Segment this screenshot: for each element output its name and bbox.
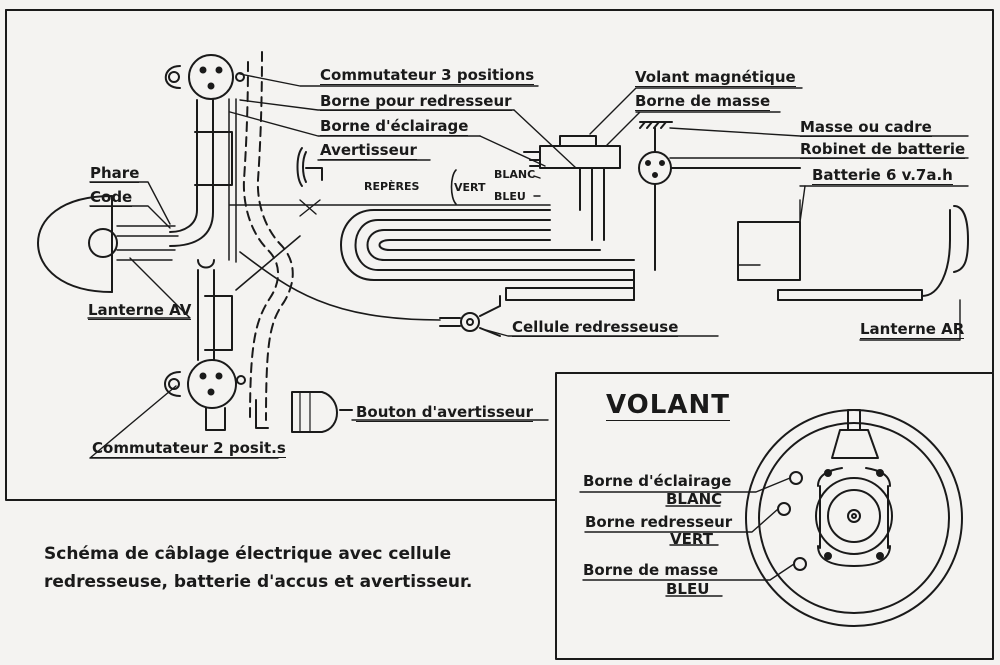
terminal-redresseur [777,502,791,516]
label-bleu: BLEU [494,190,526,203]
label-blanc: BLANC [494,168,536,181]
label-borne-eclairage: Borne d'éclairage [320,117,469,136]
label-reperes: REPÈRES [364,180,420,193]
switch-2pos [187,359,237,409]
caption-line-1: Schéma de câblage électrique avec cellul… [44,544,452,564]
headlamp-bulb [88,228,118,258]
label-volant-magnetique: Volant magnétique [635,68,796,87]
inset-label-borne-redresseur: Borne redresseur [585,513,733,531]
frame-tube-a [169,99,198,233]
label-lanterne-ar: Lanterne AR [860,320,965,339]
terminal-eclairage [789,471,803,485]
label-code: Code [90,188,133,207]
label-batterie: Batterie 6 v.7a.h [812,166,953,185]
headlamp-body [37,195,113,293]
harness-loop [340,209,635,281]
flywheel-hub [815,477,893,555]
label-robinet-de-batterie: Robinet de batterie [800,140,966,159]
battery-tap [638,151,672,185]
rectifier-cell [460,312,480,332]
label-masse-ou-cadre: Masse ou cadre [800,118,932,137]
inset-label-borne-masse: Borne de masse [583,561,719,579]
inset-label-bleu: BLEU [666,580,710,598]
label-bouton-avertisseur: Bouton d'avertisseur [356,403,534,422]
label-vert: VERT [454,181,486,194]
horn [296,147,307,187]
inset-label-vert: VERT [670,530,713,548]
horn-button [291,391,338,433]
switch-3pos [188,54,234,100]
label-commutateur-3-positions: Commutateur 3 positions [320,66,535,85]
caption-line-2: redresseuse, batterie d'accus et avertis… [44,572,473,592]
switch-3pos-ear [164,65,181,89]
inset-title: VOLANT [606,390,730,421]
label-commutateur-2-positions: Commutateur 2 posit.s [92,439,286,458]
inset-frame [555,372,994,660]
label-lanterne-av: Lanterne AV [88,301,192,320]
label-borne-de-masse: Borne de masse [635,92,771,111]
label-phare: Phare [90,164,140,183]
main-frame [5,9,994,373]
caption: Schéma de câblage électrique avec cellul… [44,540,472,596]
magneto [539,145,621,169]
terminal-masse [793,557,807,571]
battery [737,221,801,281]
label-cellule-redresseuse: Cellule redresseuse [512,318,679,337]
inset-label-blanc: BLANC [666,490,723,508]
tail-lamp [953,205,969,273]
inset-label-borne-eclairage: Borne d'éclairage [583,472,732,490]
label-borne-redresseur: Borne pour redresseur [320,92,512,111]
label-avertisseur: Avertisseur [320,141,417,160]
